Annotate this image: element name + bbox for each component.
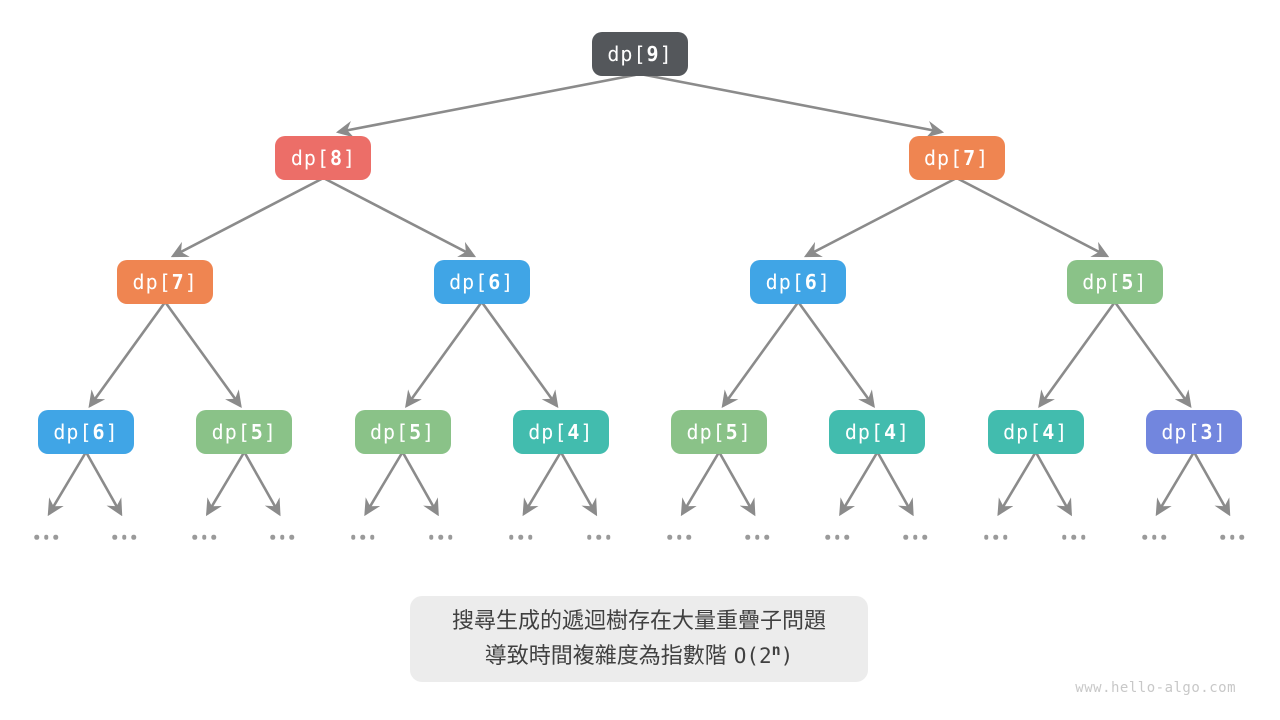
ellipsis [270, 534, 295, 540]
tree-node-dp-4: dp[4] [512, 410, 609, 454]
ellipsis [983, 534, 1008, 540]
ellipsis [1142, 534, 1166, 540]
tree-edge-arrow [322, 176, 477, 258]
tree-node-dp-4: dp[4] [829, 410, 926, 454]
tree-node-dp-5: dp[5] [196, 410, 293, 454]
caption-line-1: 搜尋生成的遞迴樹存在大量重疊子問題 [451, 608, 826, 634]
tree-edge-arrow [335, 72, 641, 138]
tree-edge-arrow [1113, 301, 1192, 409]
exponent-n: n [771, 641, 781, 659]
tree-node-dp-4: dp[4] [987, 410, 1084, 454]
tree-edge-arrow [88, 301, 167, 409]
watermark: www.hello-algo.com [1075, 680, 1236, 696]
tree-edge-arrow [164, 301, 242, 409]
ellipsis [1061, 534, 1086, 540]
tree-edge-arrow [522, 451, 562, 517]
tree-edge-arrow [364, 451, 404, 517]
tree-edge-arrow [1155, 451, 1196, 517]
ellipsis [112, 534, 136, 540]
tree-edge-arrow [839, 451, 879, 517]
tree-edge-arrow [480, 301, 559, 409]
ellipsis [745, 534, 769, 540]
ellipsis [587, 534, 611, 540]
ellipsis [428, 534, 453, 540]
tree-edge-arrow [721, 301, 800, 409]
tree-edge-arrow [876, 451, 914, 517]
tree-node-dp-9: dp[9] [592, 32, 688, 76]
caption-line-2-text: 導致時間複雜度為指數階 [484, 644, 734, 669]
tree-node-dp-6: dp[6] [433, 260, 530, 304]
tree-node-dp-7: dp[7] [117, 260, 214, 304]
tree-edge-arrow [559, 451, 598, 517]
tree-node-dp-7: dp[7] [908, 136, 1005, 180]
tree-node-dp-5: dp[5] [671, 410, 768, 454]
tree-node-dp-3: dp[3] [1146, 410, 1242, 454]
ellipsis [903, 534, 928, 540]
tree-edge-arrow [803, 176, 958, 258]
tree-edge-arrow [405, 301, 483, 409]
tree-node-dp-5: dp[5] [354, 410, 451, 454]
tree-node-dp-8: dp[8] [275, 136, 372, 180]
tree-edge-arrow [955, 176, 1110, 258]
tree-edge-arrow [797, 301, 875, 409]
tree-edge-arrow [243, 451, 281, 517]
ellipsis [667, 534, 691, 540]
tree-edge-arrow [1038, 301, 1116, 409]
tree-edge-arrow [997, 451, 1037, 517]
tree-edge-arrow [639, 72, 945, 138]
ellipsis [825, 534, 850, 540]
ellipsis [509, 534, 533, 540]
tree-edge-arrow [1192, 451, 1231, 517]
caption-box: 搜尋生成的遞迴樹存在大量重疊子問題 導致時間複雜度為指數階 O(2n) [410, 596, 868, 682]
tree-edge-arrow [47, 451, 88, 517]
tree-edge-arrow [680, 451, 721, 517]
ellipsis [1220, 534, 1244, 540]
ellipsis [350, 534, 375, 540]
ellipsis [34, 534, 58, 540]
tree-node-dp-5: dp[5] [1066, 260, 1163, 304]
ellipsis [192, 534, 217, 540]
tree-edge-arrow [170, 176, 325, 258]
tree-edge-arrow [718, 451, 756, 517]
complexity-formula: O(2n) [733, 641, 794, 668]
tree-edge-arrow [84, 451, 123, 517]
tree-edge-arrow [205, 451, 246, 517]
tree-node-dp-6: dp[6] [750, 260, 847, 304]
tree-edge-arrow [401, 451, 439, 517]
tree-edge-arrow [1034, 451, 1072, 517]
caption-line-2: 導致時間複雜度為指數階 O(2n) [485, 641, 794, 671]
tree-node-dp-6: dp[6] [38, 410, 134, 454]
